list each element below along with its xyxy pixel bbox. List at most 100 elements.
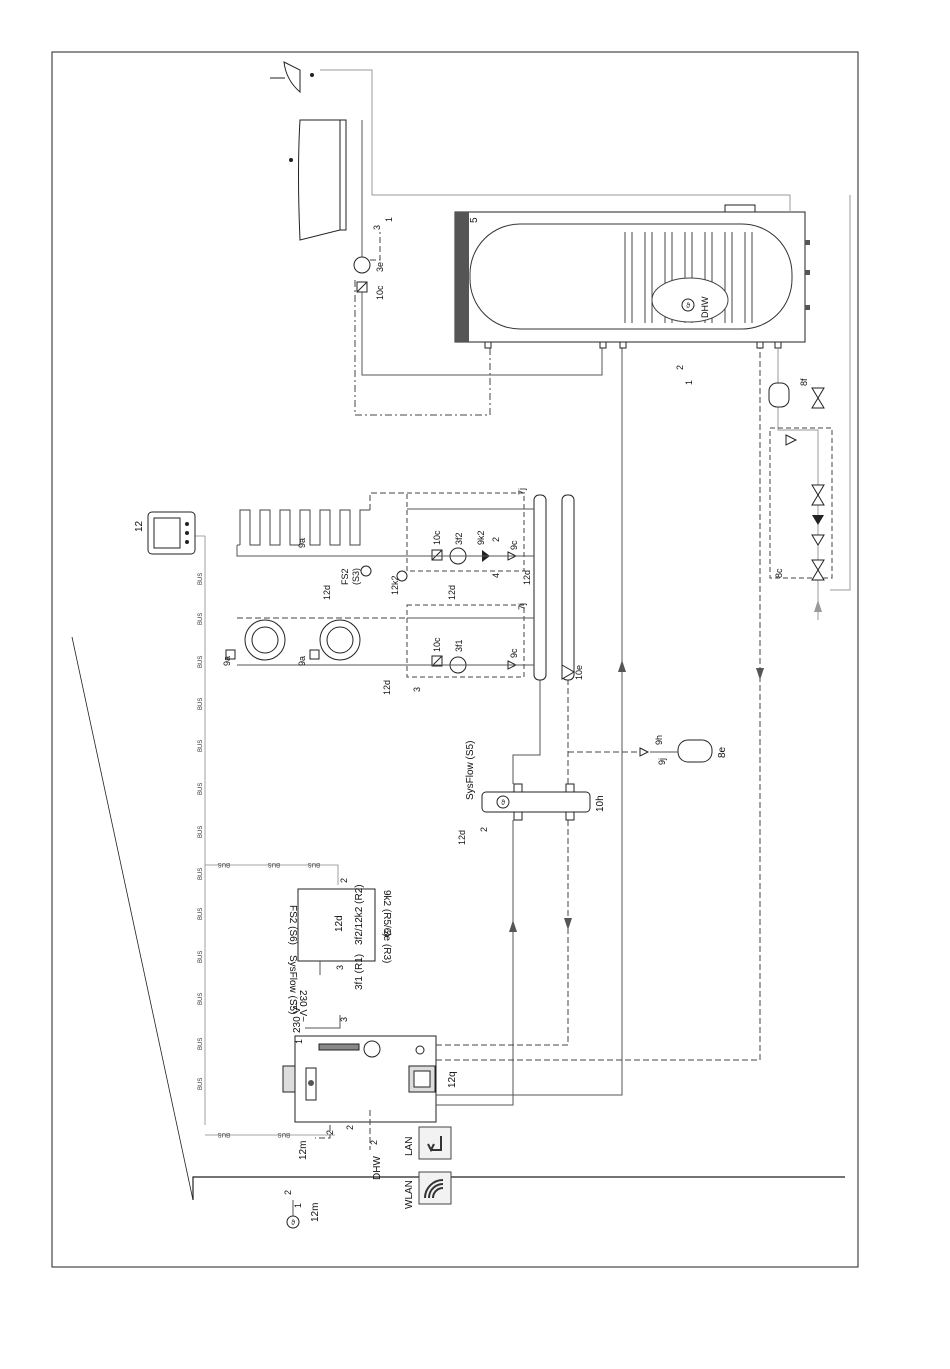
tank-signal-2: 2 bbox=[675, 365, 685, 370]
svg-text:230 V~: 230 V~ bbox=[292, 1001, 303, 1033]
wall-boundary bbox=[71, 636, 194, 1201]
boiler-num2c: 2 bbox=[369, 1140, 379, 1145]
boiler-num2a: 2 bbox=[325, 1130, 335, 1135]
circuit-2-10c: 10c bbox=[432, 530, 442, 545]
pipe-hot-out bbox=[320, 69, 791, 212]
circuit-1-box bbox=[406, 604, 525, 678]
dhw-circulation-pump bbox=[353, 120, 603, 376]
svg-text:BUS: BUS bbox=[198, 656, 204, 668]
svg-text:3: 3 bbox=[339, 1017, 349, 1022]
vent-9a-3: 9a bbox=[297, 538, 307, 548]
svg-text:BUS: BUS bbox=[198, 1078, 204, 1090]
expansion-8f-label: 8f bbox=[799, 378, 809, 386]
svg-text:BUS: BUS bbox=[218, 1131, 230, 1137]
mod-12d-sysflow: SysFlow (S5) bbox=[287, 955, 298, 1014]
lan-icon bbox=[418, 1126, 452, 1160]
valve-9j-label: 9j bbox=[657, 758, 667, 765]
controller-12-label: 12 bbox=[134, 520, 145, 532]
svg-text:3: 3 bbox=[335, 965, 345, 970]
circuit-2-fs2: FS2 bbox=[340, 568, 350, 585]
bus-labels: BUS BUS BUS BUS BUS BUS BUS BUS BUS BUS … bbox=[198, 573, 320, 1137]
controller-12 bbox=[147, 511, 196, 555]
top-signal-1: 1 bbox=[384, 217, 394, 222]
drain-10e-label: 10e bbox=[574, 665, 584, 680]
svg-text:BUS: BUS bbox=[218, 861, 230, 867]
tank-dhw-label: DHW bbox=[700, 296, 710, 318]
boiler-dhw: DHW bbox=[372, 1156, 383, 1180]
bathtub bbox=[289, 119, 347, 241]
underfloor-coil bbox=[236, 492, 408, 582]
circuit-2-components bbox=[407, 508, 534, 565]
safety-8c-label: 8c bbox=[774, 568, 784, 578]
expansion-vessel-8f bbox=[768, 382, 825, 409]
expansion-8e-label: 8e bbox=[717, 746, 728, 758]
pump-10c-label: 10c bbox=[375, 285, 385, 300]
boiler-num2b: 2 bbox=[345, 1125, 355, 1130]
storage-tank-5: ϑ bbox=[454, 204, 810, 349]
circuit-2-12d-c: 12d bbox=[522, 570, 532, 585]
svg-text:BUS: BUS bbox=[198, 826, 204, 838]
arrow-up-dhw bbox=[618, 660, 626, 672]
arrow-down-dhw bbox=[756, 668, 764, 680]
circuit-1-12d: 12d bbox=[382, 680, 392, 695]
valve-9h-label: 9h bbox=[654, 735, 664, 745]
svg-text:BUS: BUS bbox=[198, 613, 204, 625]
svg-text:ϑ: ϑ bbox=[291, 1220, 295, 1227]
manifold-7j-label2: 7j bbox=[517, 603, 527, 610]
svg-text:BUS: BUS bbox=[198, 868, 204, 880]
arrow-up-flow bbox=[509, 920, 517, 932]
floor-line bbox=[192, 1176, 845, 1200]
dhw-circ-dash bbox=[354, 280, 491, 416]
pipe-boiler-return bbox=[436, 820, 569, 1046]
svg-text:BUS: BUS bbox=[198, 698, 204, 710]
circuit-1-num3: 3 bbox=[412, 687, 422, 692]
circuit-2-num4: 4 bbox=[491, 573, 501, 578]
tank-5-label: 5 bbox=[469, 217, 480, 223]
arrow-cold-in bbox=[814, 600, 822, 612]
wlan-icon bbox=[418, 1171, 452, 1205]
safety-group-components bbox=[785, 434, 825, 581]
circuit-1-9c: 9c bbox=[509, 648, 519, 658]
washbasin bbox=[270, 61, 314, 94]
pipe-dhw-return bbox=[436, 340, 761, 1061]
manifold-7j-label1: 7j bbox=[517, 488, 527, 495]
tank-signal-1: 1 bbox=[684, 380, 694, 385]
circuit-2-12d-b: 12d bbox=[447, 585, 457, 600]
separator-12d: 12d bbox=[457, 830, 467, 845]
circuit-2-9c: 9c bbox=[509, 540, 519, 550]
wlan-label: WLAN bbox=[404, 1180, 415, 1209]
pump-3e-label: 3e bbox=[375, 262, 385, 272]
circuit-1-3f1: 3f1 bbox=[454, 639, 464, 652]
svg-text:BUS: BUS bbox=[308, 861, 320, 867]
pipe-dhw-flow bbox=[436, 340, 623, 1096]
module-12d-label: 12d bbox=[334, 915, 345, 932]
lan-label: LAN bbox=[404, 1137, 415, 1156]
mod-12d-3f1: 3f1 (R1) bbox=[354, 954, 365, 990]
page-frame bbox=[51, 51, 859, 1268]
pipe-circ-return bbox=[830, 195, 851, 591]
svg-text:BUS: BUS bbox=[198, 908, 204, 920]
outdoor-sensor-12m: ϑ 12m 2 1 bbox=[283, 1190, 321, 1229]
circuit-2-box bbox=[406, 492, 525, 572]
expansion-vessel-8e bbox=[639, 739, 713, 763]
boiler-1 bbox=[282, 1035, 437, 1123]
vent-9a-1: 9a bbox=[222, 656, 232, 666]
circuit-2-9k2: 9k2 bbox=[476, 530, 486, 545]
mod-12d-3e: 3e (R3) bbox=[381, 930, 392, 963]
boiler-230v: 230 V~ 3 bbox=[292, 1001, 349, 1033]
mod-12d-3f2: 3f2/12k2 (R2) bbox=[354, 884, 365, 945]
svg-text:230 V~: 230 V~ bbox=[297, 990, 308, 1022]
svg-text:BUS: BUS bbox=[198, 993, 204, 1005]
svg-text:ϑ: ϑ bbox=[501, 800, 505, 807]
separator-10h-label: 10h bbox=[595, 795, 606, 812]
sensor-12m-label: 12m bbox=[310, 1203, 321, 1222]
svg-text:BUS: BUS bbox=[278, 1131, 290, 1137]
vent-9a-2: 9a bbox=[297, 656, 307, 666]
signal-1: 1 bbox=[293, 1203, 303, 1208]
svg-text:BUS: BUS bbox=[198, 783, 204, 795]
separator-num2: 2 bbox=[479, 827, 489, 832]
circuit-2-num2: 2 bbox=[491, 537, 501, 542]
circuit-2-12k2: 12k2 bbox=[390, 575, 400, 595]
mod-12d-230v: 230 V~ 3 bbox=[297, 961, 345, 1022]
